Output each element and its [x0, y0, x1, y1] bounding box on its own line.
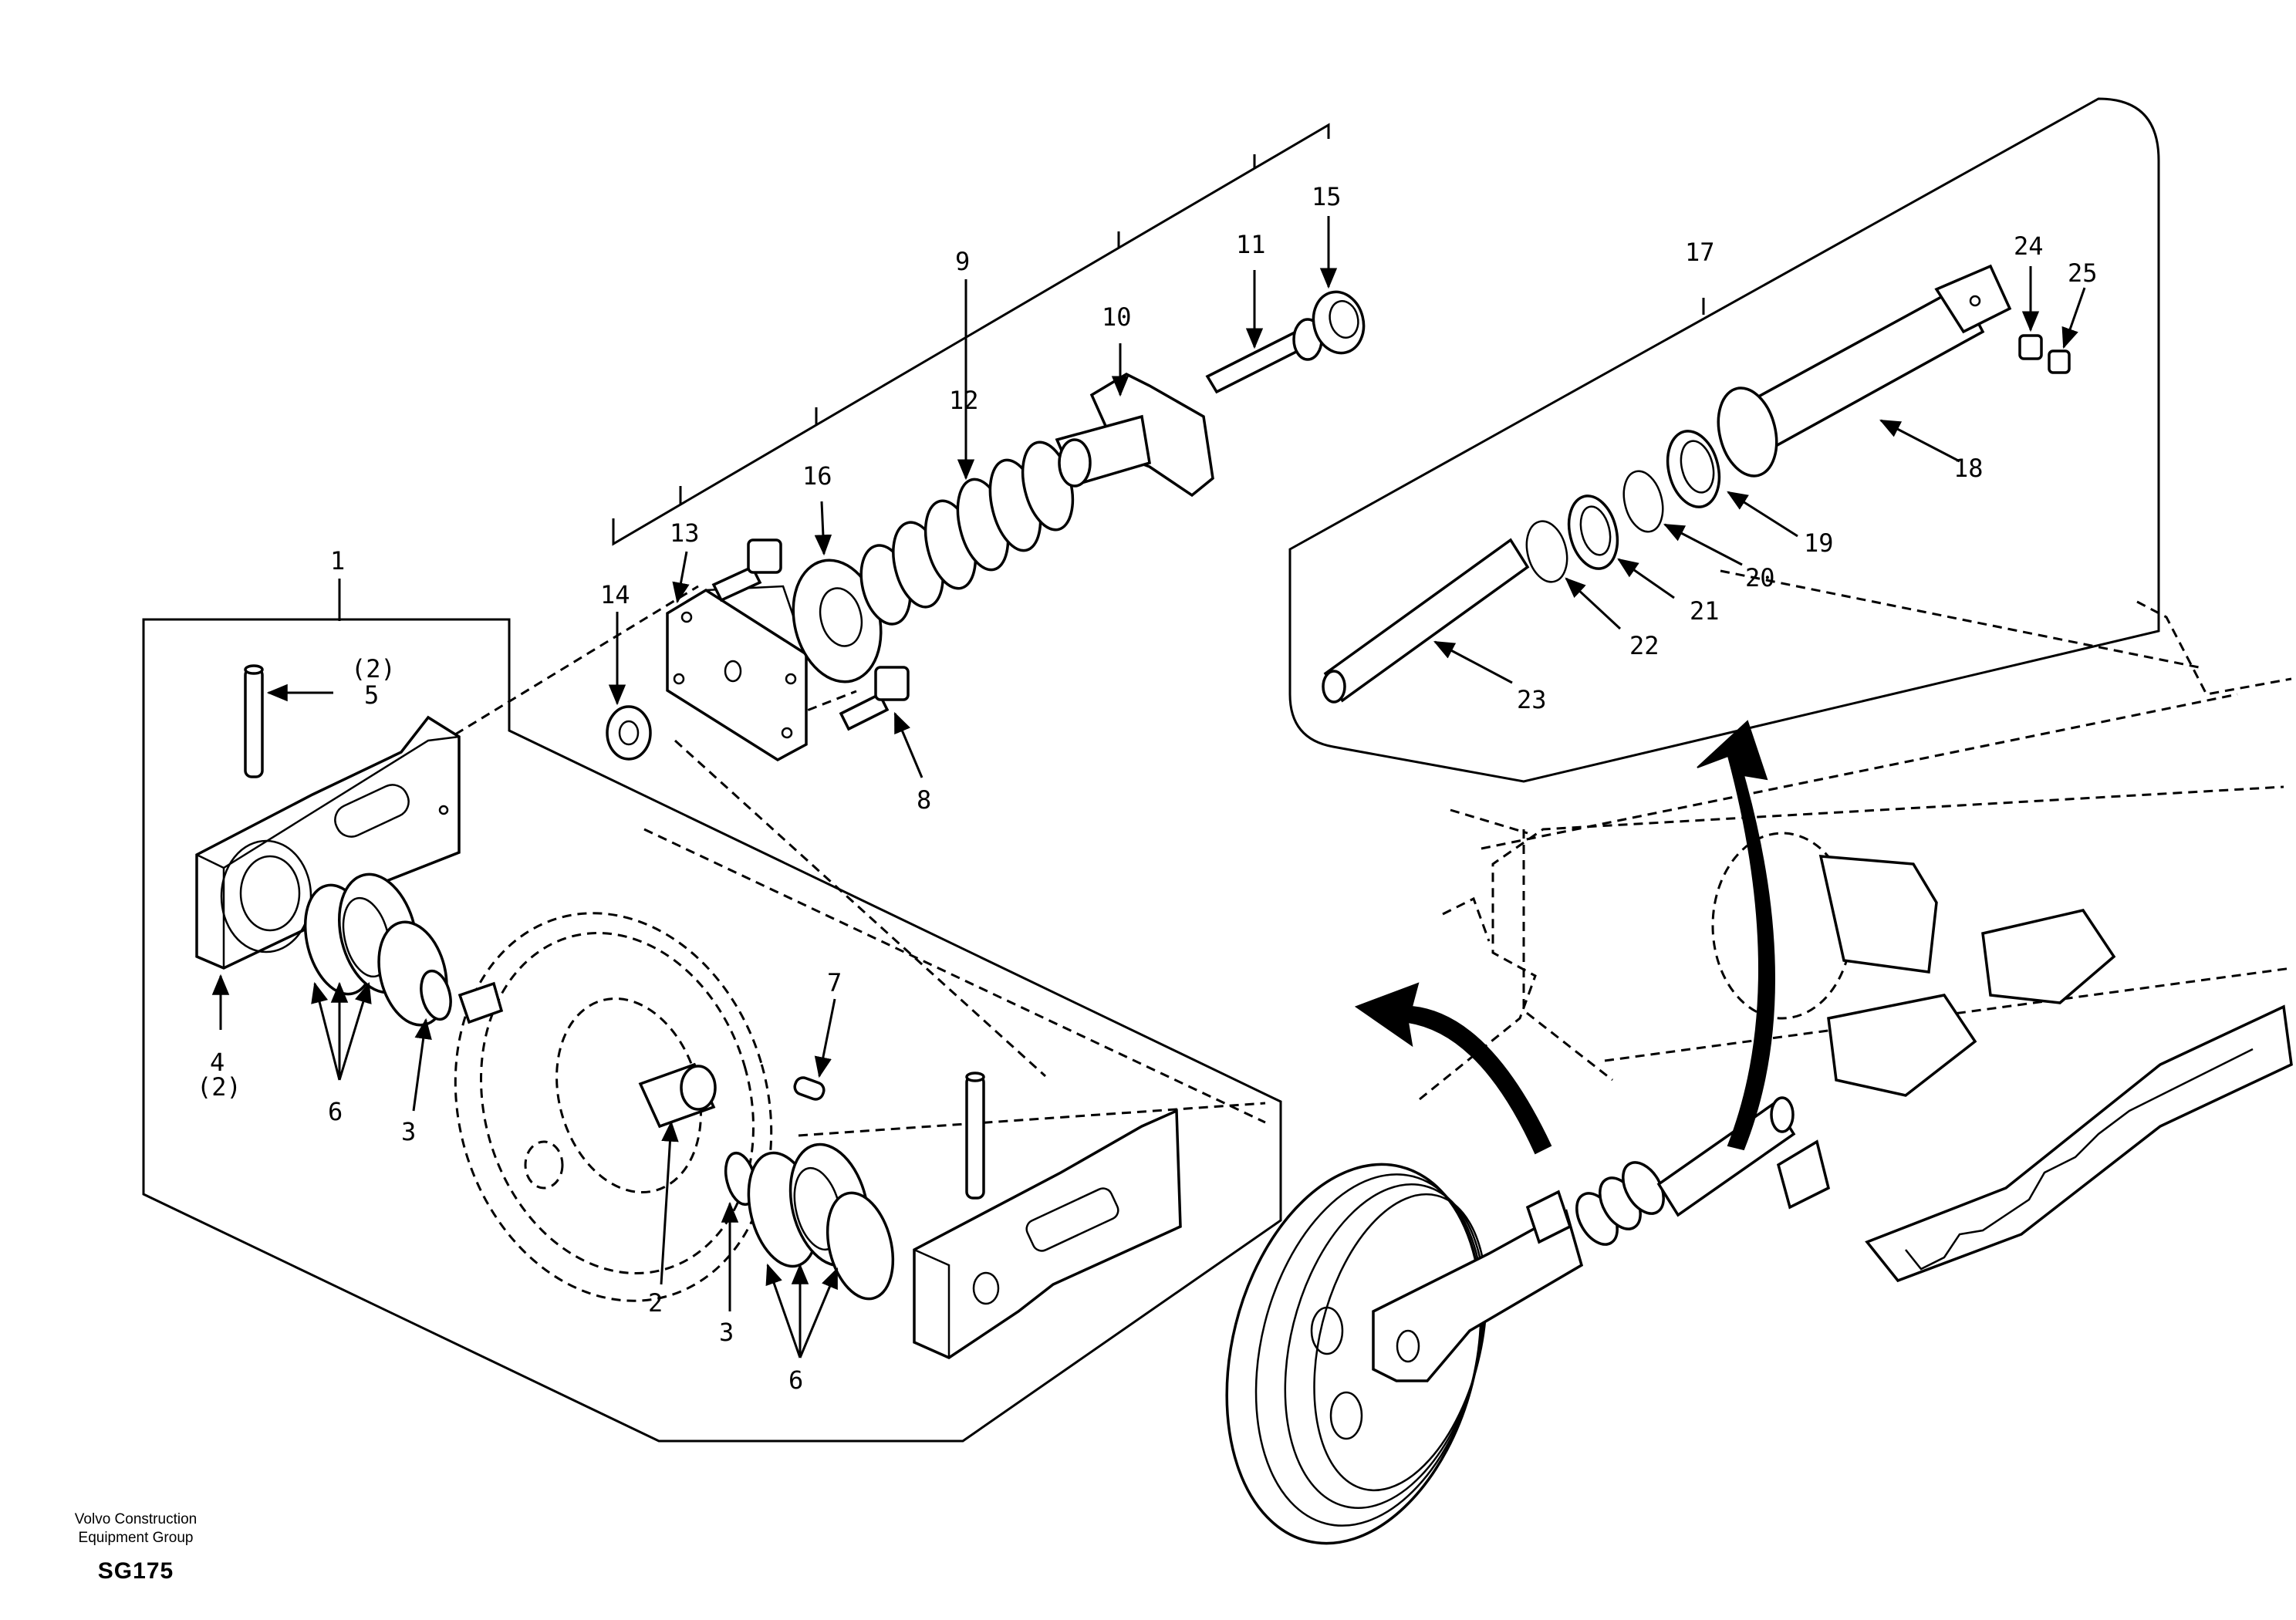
packing-21 [1567, 494, 1619, 570]
callout-3a: 3 [401, 1117, 416, 1146]
callout-2: 2 [648, 1288, 663, 1318]
callout-12: 12 [949, 386, 979, 415]
callout-8: 8 [917, 785, 931, 815]
alignment-dashes [454, 569, 2200, 1137]
bolt-upper [711, 538, 782, 602]
cylinder-18 [1717, 264, 2012, 478]
snap-ring-22 [1525, 520, 1568, 583]
fitting-25 [2048, 349, 2071, 374]
fitting-24 [2018, 334, 2043, 360]
idler-wheel-dashed [454, 912, 773, 1302]
publisher-line-2: Equipment Group [78, 1530, 194, 1546]
callout-9: 9 [955, 247, 970, 276]
callout-3b: 3 [719, 1318, 734, 1347]
callout-23: 23 [1517, 685, 1547, 714]
callout-25: 25 [2068, 258, 2098, 288]
spring-group-bracket [612, 123, 1330, 546]
callout-1: 1 [330, 546, 345, 575]
callout-4-qty: (2) [197, 1072, 241, 1102]
callout-4: 4 [210, 1048, 225, 1077]
spring-12 [859, 440, 1075, 626]
bearing-block-right [913, 1072, 1182, 1359]
track-frame-context [1419, 600, 2293, 1283]
callout-15: 15 [1312, 182, 1342, 211]
publisher-footer: Volvo Construction Equipment Group SG175 [43, 1510, 228, 1585]
spring-seat-10 [1055, 373, 1214, 498]
rod-11 [1205, 318, 1323, 394]
callout-17: 17 [1685, 238, 1715, 267]
callout-6b: 6 [788, 1365, 803, 1395]
bolt-8 [839, 666, 910, 731]
callout-labels: 1 2 3 3 4 (2) 5 (2) 6 6 7 8 9 10 11 12 1… [197, 182, 2098, 1395]
callout-21: 21 [1690, 596, 1720, 626]
callout-24: 24 [2014, 231, 2044, 261]
callout-5-qty: (2) [351, 654, 396, 683]
callout-16: 16 [802, 461, 832, 491]
callout-6a: 6 [328, 1097, 343, 1126]
seal-set-right [724, 1142, 895, 1301]
idler-shaft [458, 981, 717, 1129]
curved-arrow-up [1697, 720, 1775, 1151]
callout-10: 10 [1102, 302, 1132, 332]
pin-7 [793, 1076, 826, 1101]
callout-14: 14 [600, 580, 630, 609]
flange-plate-13 [666, 585, 808, 762]
callout-5: 5 [364, 680, 379, 710]
pin-5 [244, 664, 264, 778]
leader-lines [211, 216, 2086, 1358]
publisher-line-1: Volvo Construction [74, 1511, 198, 1527]
nut-14 [606, 705, 652, 761]
callout-7: 7 [827, 968, 842, 997]
idler-assembly-outline [142, 618, 1282, 1443]
callout-18: 18 [1953, 454, 1984, 483]
cylinder-detail-outline [1288, 97, 2160, 783]
callout-22: 22 [1629, 631, 1660, 660]
bushing-19 [1666, 430, 1721, 508]
callout-11: 11 [1236, 230, 1266, 259]
cap-15 [1312, 290, 1366, 355]
piston-rod-23 [1322, 538, 1530, 704]
seal-set-left [303, 872, 452, 1027]
callout-13: 13 [670, 518, 700, 548]
assembled-idler-wheel [1225, 1096, 1796, 1545]
callout-19: 19 [1804, 528, 1834, 558]
ring-20 [1622, 470, 1664, 533]
callout-20: 20 [1745, 563, 1775, 592]
model-code: SG175 [97, 1558, 174, 1584]
bearing-block-left [195, 715, 461, 970]
curved-arrow-left [1354, 982, 1552, 1155]
